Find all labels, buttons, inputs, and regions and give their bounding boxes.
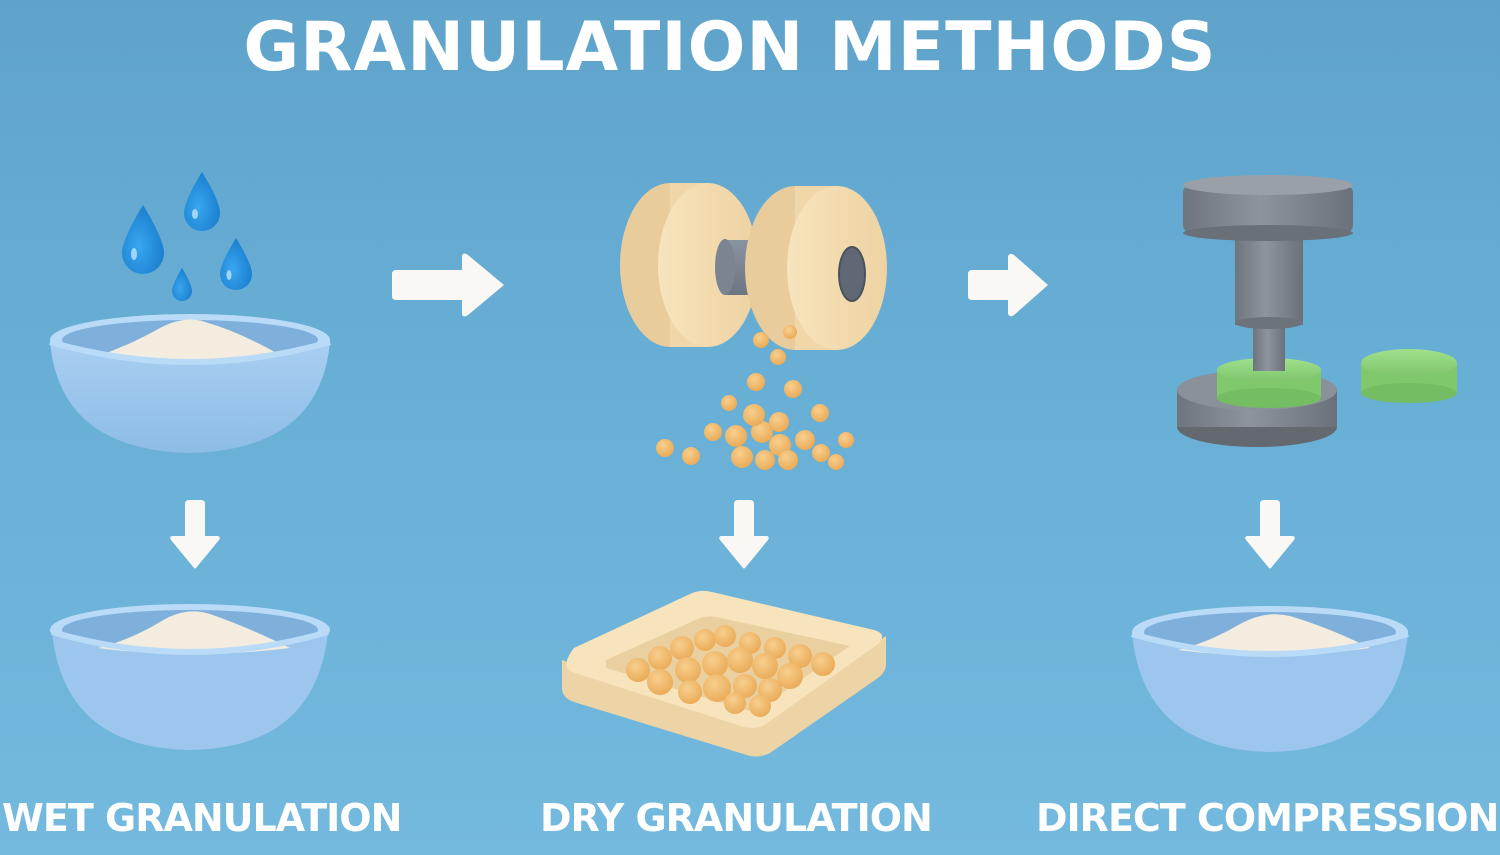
- bowl-icon: [1131, 606, 1409, 752]
- dry-granulation-label: DRY GRANULATION: [540, 796, 933, 840]
- tray-icon: [562, 590, 886, 757]
- direct-compression-label: DIRECT COMPRESSION: [1036, 796, 1499, 840]
- powder-icon: [1178, 614, 1370, 656]
- bowl-icon: [49, 314, 331, 453]
- water-drop-icon: [122, 205, 164, 274]
- arrow-down-icon: [169, 500, 221, 570]
- direct-compression-bottom-illustration: [1130, 600, 1420, 760]
- wet-granulation-bottom-illustration: [50, 598, 340, 758]
- arrow-right-icon: [392, 252, 508, 318]
- tablet-icon: [1361, 349, 1457, 403]
- water-drop-icon: [172, 268, 192, 301]
- granules-icon: [626, 625, 835, 717]
- arrow-right-icon: [968, 252, 1052, 318]
- dry-granulation-top-illustration: [610, 170, 900, 470]
- arrow-down-icon: [718, 500, 770, 570]
- bowl-icon: [50, 604, 330, 750]
- powder-icon: [98, 611, 290, 654]
- powder-icon: [98, 319, 280, 362]
- wet-granulation-top-illustration: [40, 150, 360, 470]
- wet-granulation-label: WET GRANULATION: [2, 796, 402, 840]
- arrow-down-icon: [1244, 500, 1296, 570]
- dry-granulation-bottom-illustration: [560, 588, 890, 758]
- tablet-press-icon: [1177, 175, 1353, 447]
- water-drop-icon: [184, 172, 220, 231]
- roller-compactor-icon: [620, 183, 887, 350]
- direct-compression-top-illustration: [1170, 165, 1470, 455]
- water-drop-icon: [220, 238, 252, 290]
- granules-icon: [656, 325, 854, 470]
- page-title: GRANULATION METHODS: [243, 8, 1217, 87]
